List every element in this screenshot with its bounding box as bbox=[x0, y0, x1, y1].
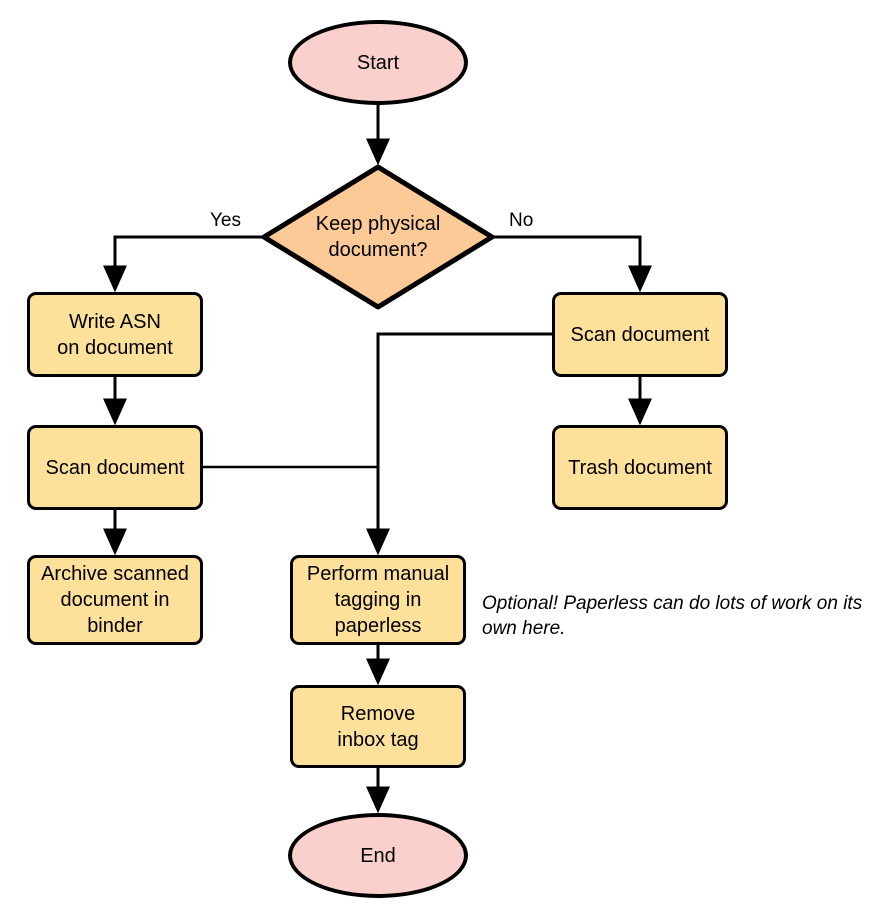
node-decision-keep-physical-document[interactable]: Keep physical document? bbox=[261, 164, 495, 310]
edge-decision-no-to-scan-right bbox=[493, 235, 652, 293]
node-trash-document[interactable]: Trash document bbox=[552, 425, 728, 510]
node-decision-label: Keep physical document? bbox=[315, 213, 441, 261]
node-archive-label: Archive scanned document in binder bbox=[41, 563, 189, 637]
node-archive-scanned-document[interactable]: Archive scanned document in binder bbox=[27, 555, 203, 645]
node-scan-document-right-label: Scan document bbox=[570, 323, 710, 346]
node-tagging-label: Perform manual tagging in paperless bbox=[306, 563, 450, 637]
diamond-shape bbox=[261, 164, 495, 310]
node-write-asn-on-document[interactable]: Write ASN on document bbox=[27, 292, 203, 377]
node-remove-inbox-tag[interactable]: Remove inbox tag bbox=[290, 685, 466, 768]
node-start[interactable]: Start bbox=[288, 20, 468, 105]
node-scan-document-right[interactable]: Scan document bbox=[552, 292, 728, 377]
annotation-optional-note: Optional! Paperless can do lots of work … bbox=[482, 593, 863, 639]
edge-label-no: No bbox=[509, 210, 534, 231]
node-write-asn-label: Write ASN on document bbox=[57, 310, 173, 359]
edge-label-yes: Yes bbox=[210, 210, 241, 231]
node-end[interactable]: End bbox=[288, 813, 468, 898]
node-scan-document-left-label: Scan document bbox=[45, 456, 185, 479]
edge-scan-right-to-tagging bbox=[366, 332, 552, 556]
node-remove-inbox-label: Remove inbox tag bbox=[337, 702, 419, 751]
node-scan-document-left[interactable]: Scan document bbox=[27, 425, 203, 510]
node-start-label: Start bbox=[356, 51, 400, 74]
node-trash-document-label: Trash document bbox=[568, 456, 712, 479]
edge-decision-yes-to-write-asn bbox=[103, 235, 263, 293]
node-perform-manual-tagging[interactable]: Perform manual tagging in paperless bbox=[290, 555, 466, 645]
node-end-label: End bbox=[360, 844, 396, 867]
